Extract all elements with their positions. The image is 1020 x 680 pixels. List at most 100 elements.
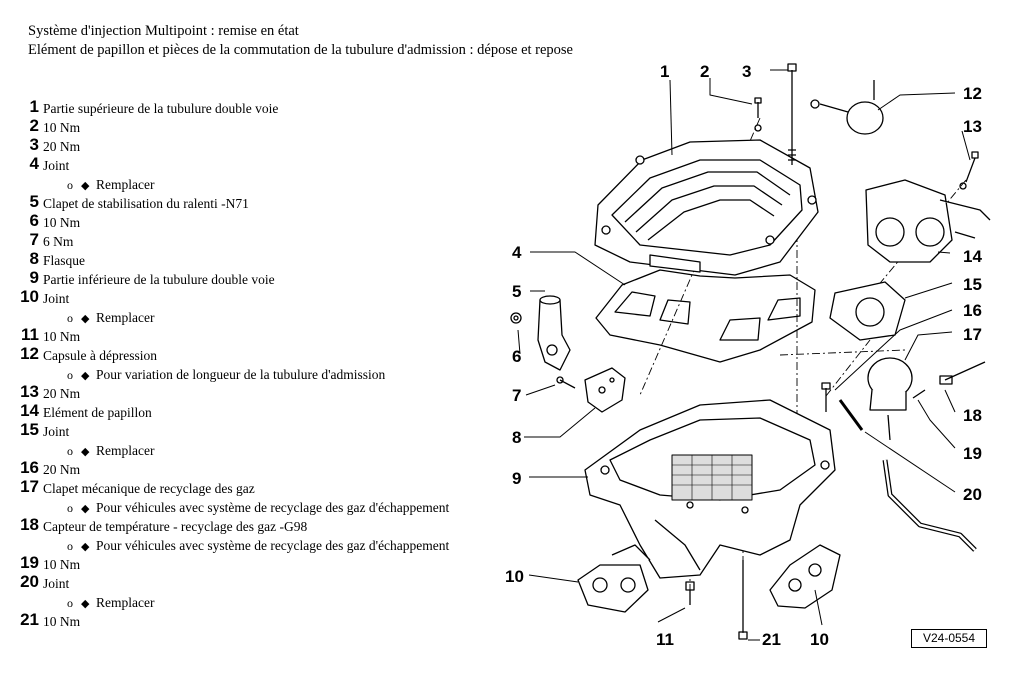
legend-item-text: Clapet mécanique de recyclage des gaz [43, 481, 255, 496]
legend-item-number: 3 [29, 135, 39, 154]
legend-item-text: Clapet de stabilisation du ralenti -N71 [43, 196, 249, 211]
legend-item: 1 Partie supérieure de la tubulure double… [12, 97, 512, 117]
callout-7: 7 [512, 386, 521, 405]
legend-note-body: o ◆ Pour variation de longueur de la tubul… [67, 365, 385, 386]
legend-note-text: Pour variation de longueur de la tubulur… [96, 367, 386, 382]
callout-13: 13 [963, 117, 982, 136]
callout-11: 11 [656, 630, 674, 649]
legend-item-text: Partie supérieure de la tubulure double … [43, 101, 279, 116]
legend-item-text: Capteur de température - recyclage des g… [43, 519, 308, 534]
egr-gasket-20 [838, 399, 864, 431]
bolt-21 [738, 560, 748, 640]
legend-item-number: 7 [29, 230, 39, 249]
legend-note: o ◆ Pour variation de longueur de la tubul… [12, 364, 512, 383]
legend-item-number: 15 [20, 420, 39, 439]
bolt-11 [685, 581, 695, 605]
document-header: Système d'injection Multipoint : remise … [28, 22, 573, 60]
bolt-3 [787, 63, 797, 165]
legend-note-body: o◆Remplacer [67, 441, 154, 462]
legend-note: o◆Pour véhicules avec système de recycla… [12, 535, 512, 554]
callout-6: 6 [512, 347, 521, 366]
legend-item-number: 16 [20, 458, 39, 477]
legend-item: 3 20 Nm [12, 135, 512, 155]
legend-item-number: 1 [29, 97, 39, 116]
legend-item: 2 10 Nm [12, 116, 512, 136]
legend-item-number: 13 [20, 382, 39, 401]
legend-item: 12 Capsule à dépression [12, 344, 512, 364]
legend-item: 4 Joint [12, 154, 512, 174]
port-gasket-10-left [577, 544, 651, 613]
egr-valve [867, 357, 913, 441]
legend-note-text: Pour véhicules avec système de recyclage… [96, 538, 450, 553]
bolt-13 [959, 151, 979, 190]
legend-note-body: o◆Pour véhicules avec système de recycla… [67, 498, 449, 519]
callout-20: 20 [963, 485, 982, 504]
legend-item-text: Capsule à dépression [43, 348, 157, 363]
callout-10-right: 10 [810, 630, 829, 649]
legend-note-body: o ◆ Remplacer [67, 175, 154, 196]
legend-item: 14 Elément de papillon [12, 401, 512, 421]
diamond-bullet-icon: ◆ [81, 370, 90, 382]
legend-item-number: 19 [20, 553, 39, 572]
lower-intake-manifold [584, 399, 836, 579]
callout-4: 4 [512, 243, 522, 262]
callout-numbers: 1 2 3 12 13 4 14 15 5 16 17 6 7 18 8 19 … [505, 62, 982, 649]
legend-item-text: 10 Nm [43, 557, 81, 572]
figure-reference: V24-0554 [911, 629, 987, 648]
legend-item-number: 2 [29, 116, 39, 135]
callout-leaders [517, 69, 971, 641]
callout-18: 18 [963, 406, 982, 425]
legend-item-number: 9 [29, 268, 39, 287]
legend-note-body: o◆Remplacer [67, 593, 154, 614]
idle-stabilisation-valve [537, 295, 571, 371]
legend-item-number: 14 [20, 401, 39, 420]
diamond-bullet-icon: ◆ [81, 180, 90, 192]
legend-item-number: 11 [21, 325, 39, 344]
legend-note: o◆Remplacer [12, 307, 512, 326]
circle-bullet-icon: o [67, 311, 73, 325]
circle-bullet-icon: o [67, 178, 73, 192]
circle-bullet-icon: o [67, 539, 73, 553]
callout-15: 15 [963, 275, 982, 294]
callout-10-left: 10 [505, 567, 524, 586]
legend-item-text: Joint [43, 158, 70, 173]
legend-item-text: Elément de papillon [43, 405, 152, 420]
legend-note-text: Remplacer [96, 595, 155, 610]
callout-2: 2 [700, 62, 709, 81]
callout-8: 8 [512, 428, 521, 447]
port-gasket-10-right [769, 544, 841, 609]
legend-note-text: Remplacer [96, 177, 155, 192]
legend-item-number: 6 [29, 211, 39, 230]
circle-bullet-icon: o [67, 444, 73, 458]
circle-bullet-icon: o [67, 596, 73, 610]
legend-note: o◆Remplacer [12, 592, 512, 611]
legend-item-number: 12 [20, 344, 39, 363]
bolt-2 [754, 97, 762, 132]
callout-3: 3 [742, 62, 751, 81]
circle-bullet-icon: o [67, 368, 73, 382]
legend-item-text: 10 Nm [43, 120, 81, 135]
legend-item-text: 10 Nm [43, 614, 81, 629]
callout-12: 12 [963, 84, 982, 103]
legend-item-number: 20 [20, 572, 39, 591]
legend-item-text: 20 Nm [43, 139, 81, 154]
bolt-16 [821, 382, 831, 412]
flange-8 [584, 367, 626, 413]
bolt-7 [556, 376, 576, 389]
legend-item-text: 10 Nm [43, 329, 81, 344]
legend-item-number: 4 [29, 154, 39, 173]
callout-9: 9 [512, 469, 521, 488]
legend-item-text: Flasque [43, 253, 85, 268]
